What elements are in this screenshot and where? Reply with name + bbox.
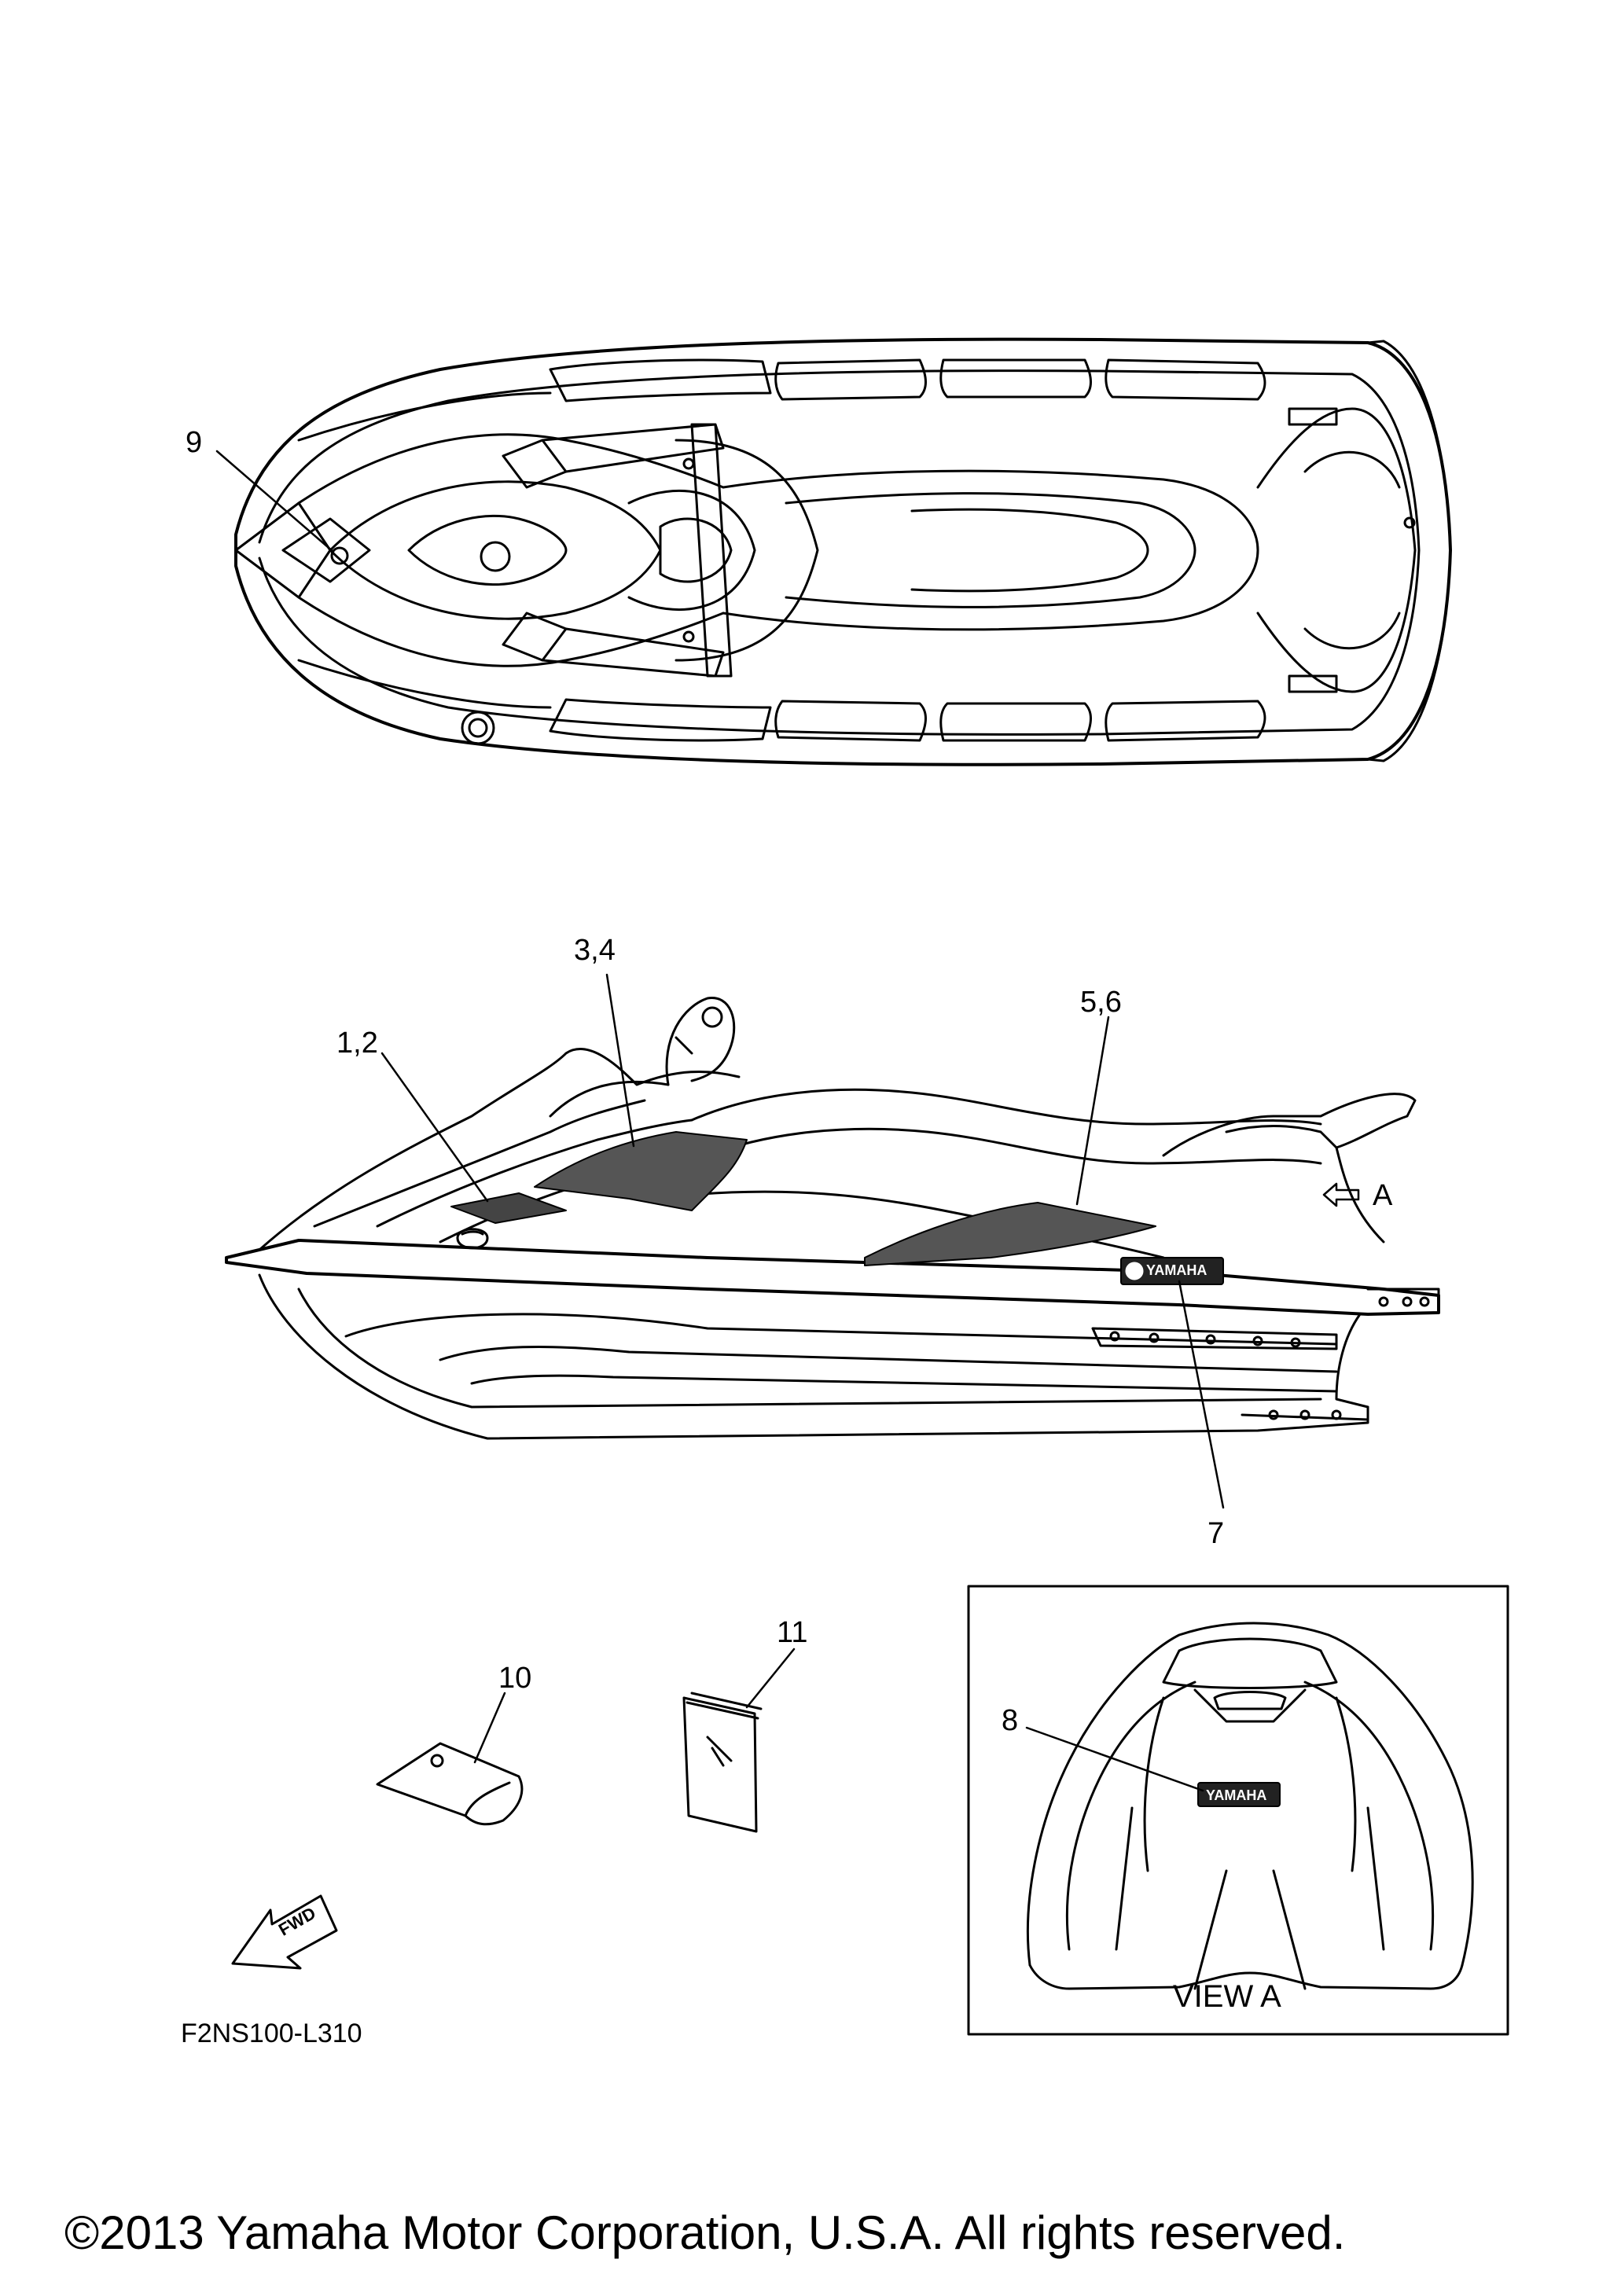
part-11-manual [682,1648,796,1833]
callout-7: 7 [1208,1517,1225,1550]
callout-9: 9 [186,426,203,459]
yamaha-decal-side: YAMAHA [1146,1262,1208,1278]
part-10-pouch [376,1692,524,1826]
drawing-code: F2NS100-L310 [181,2019,362,2048]
fwd-arrow [231,1894,338,1970]
callout-5-6: 5,6 [1080,986,1122,1019]
callout-1-2: 1,2 [336,1027,378,1060]
yamaha-decal-rear: YAMAHA [1206,1787,1267,1803]
callout-3-4: 3,4 [574,934,616,967]
top-view-watercraft [215,337,1452,766]
callout-10: 10 [498,1662,532,1695]
view-a-frame [967,1585,1509,2036]
callout-8: 8 [1002,1704,1019,1737]
view-a-title: VIEW A [1173,1979,1281,2014]
callout-view-a-arrow: A [1373,1179,1393,1212]
side-view-watercraft [225,973,1440,1509]
copyright-notice: ©2013 Yamaha Motor Corporation, U.S.A. A… [64,2206,1346,2259]
view-a-rear-watercraft [1025,1622,1474,1990]
callout-11: 11 [777,1616,808,1649]
